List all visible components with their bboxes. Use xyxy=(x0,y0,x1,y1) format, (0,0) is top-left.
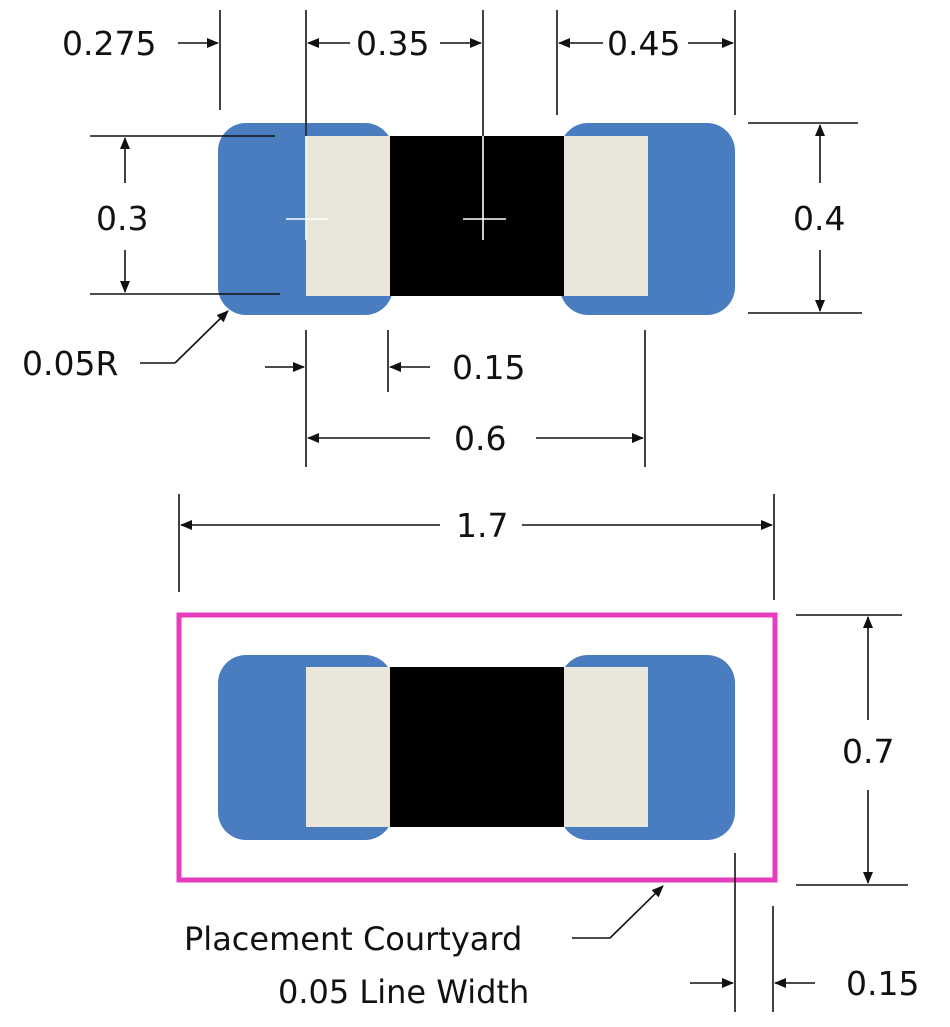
dim-terminal-offset: 0.275 xyxy=(62,24,156,63)
courtyard-component-body xyxy=(390,667,564,827)
component-body xyxy=(390,136,564,296)
right-terminal xyxy=(564,136,648,296)
left-terminal xyxy=(306,136,390,296)
placement-courtyard-outline xyxy=(176,612,778,883)
dim-pad-overhang: 0.45 xyxy=(607,24,680,63)
dim-body-half: 0.35 xyxy=(356,24,429,63)
dim-courtyard-clearance: 0.15 xyxy=(846,964,919,1003)
top-view: 0.275 0.35 0.45 0.3 0.4 0.05R 0.15 xyxy=(22,10,862,467)
dim-corner-radius: 0.05R xyxy=(22,344,118,383)
dim-courtyard-height: 0.7 xyxy=(842,732,894,771)
dim-courtyard-width: 1.7 xyxy=(456,506,508,545)
dim-terminal-span: 0.6 xyxy=(454,419,506,458)
dim-pad-height: 0.4 xyxy=(793,199,845,238)
courtyard-label-line1: Placement Courtyard xyxy=(184,920,522,958)
courtyard-view: 1.7 0.7 0.15 Placement Courtyard 0.05 Li… xyxy=(176,494,919,1012)
dim-pad-overlap: 0.15 xyxy=(452,348,525,387)
dim-terminal-height: 0.3 xyxy=(96,199,148,238)
courtyard-left-terminal xyxy=(306,667,390,827)
courtyard-label-line2: 0.05 Line Width xyxy=(278,973,529,1011)
courtyard-right-terminal xyxy=(564,667,648,827)
